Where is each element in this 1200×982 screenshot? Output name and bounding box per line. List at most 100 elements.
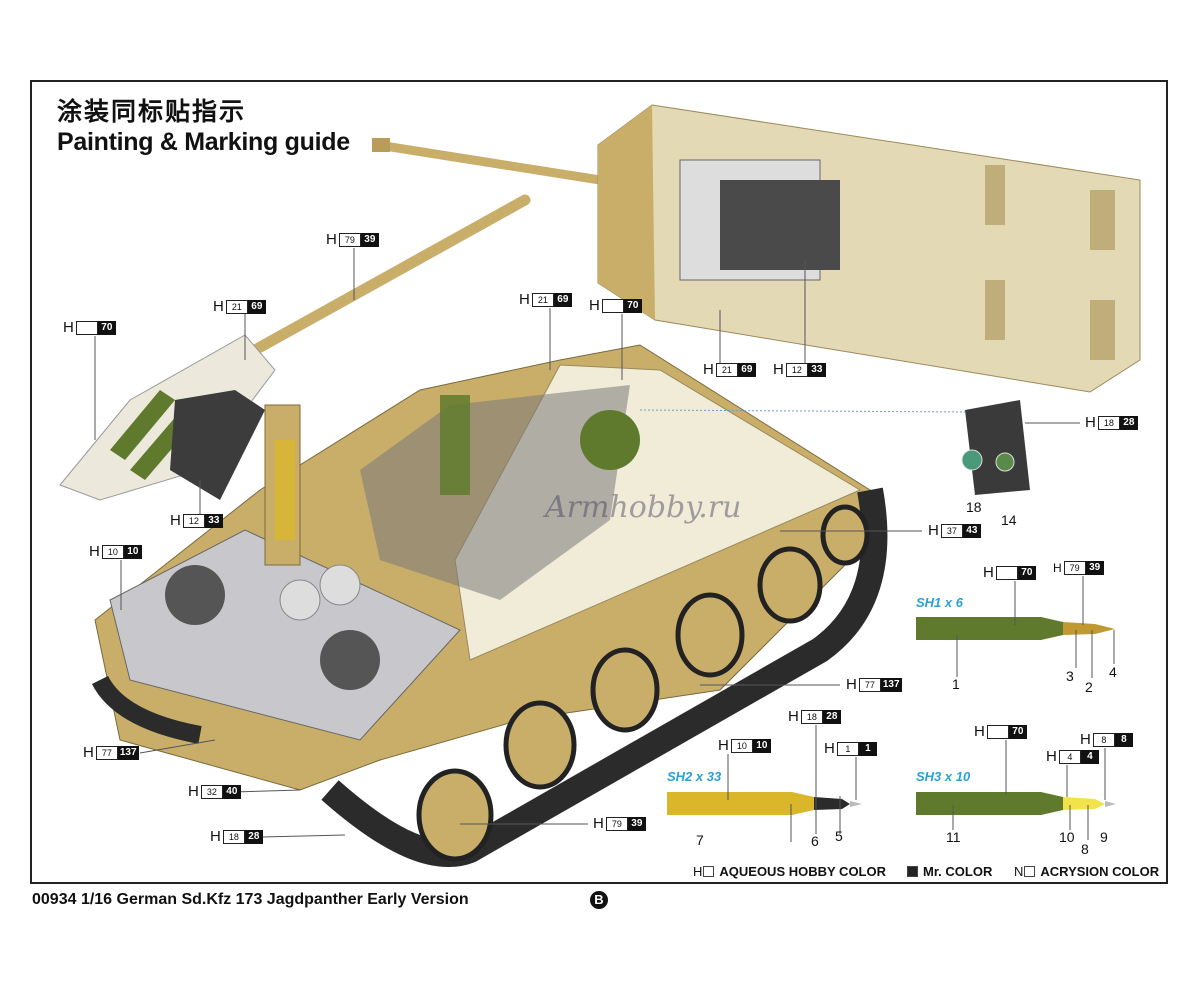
hobby-color-code: 37 [940, 524, 963, 538]
callout-prefix: H [773, 361, 784, 378]
hobby-color-code [75, 321, 98, 335]
callout-prefix: H [213, 298, 224, 315]
part-number: 5 [835, 828, 843, 844]
callout-prefix: H [1085, 414, 1096, 431]
guide-frame [30, 80, 1168, 884]
hobby-color-code: 18 [800, 710, 823, 724]
legend-mr-color: Mr. COLOR [906, 864, 992, 879]
color-callout: H 70 [63, 319, 116, 336]
callout-prefix: H [593, 815, 604, 832]
mr-color-code: 70 [1017, 566, 1036, 580]
hobby-color-code: 4 [1058, 750, 1081, 764]
mr-color-code: 39 [1085, 561, 1104, 575]
callout-prefix: H [1053, 561, 1062, 575]
hobby-color-code: 77 [95, 746, 118, 760]
shell-label-sh1: SH1 x 6 [916, 595, 963, 610]
footer-kit-title: 00934 1/16 German Sd.Kfz 173 Jagdpanther… [32, 891, 469, 908]
mr-color-code: 33 [807, 363, 826, 377]
callout-prefix: H [589, 297, 600, 314]
part-number: 11 [946, 829, 961, 845]
tank-hull [94, 344, 871, 791]
track-and-wheels [91, 487, 888, 867]
mr-color-code: 10 [752, 739, 771, 753]
part-number: 10 [1059, 829, 1075, 845]
hobby-color-code: 8 [1092, 733, 1115, 747]
mr-color-code: 70 [97, 321, 116, 335]
callout-prefix: H [983, 564, 994, 581]
mr-color-code: 28 [1119, 416, 1138, 430]
hobby-color-code: 12 [182, 514, 205, 528]
part-number: 8 [1081, 841, 1089, 857]
mr-color-code: 28 [822, 710, 841, 724]
callout-prefix: H [846, 676, 857, 693]
legend-label: ACRYSION COLOR [1040, 864, 1160, 879]
callout-prefix: H [1046, 748, 1057, 765]
part-number: 1 [952, 676, 960, 692]
hobby-color-code: 18 [1097, 416, 1120, 430]
legend-aqueous: H AQUEOUS HOBBY COLOR [693, 864, 886, 879]
callout-prefix: H [63, 319, 74, 336]
part-number: 7 [696, 832, 704, 848]
mr-color-code: 70 [1008, 725, 1027, 739]
callout-prefix: H [170, 512, 181, 529]
hobby-color-code: 10 [101, 545, 124, 559]
part-number: 4 [1109, 664, 1117, 680]
mr-color-code: 39 [360, 233, 379, 247]
mr-color-code: 69 [247, 300, 266, 314]
hobby-color-code: 77 [858, 678, 881, 692]
legend-box-icon [703, 866, 715, 877]
hobby-color-code: 32 [200, 785, 223, 799]
color-callout: H 70 [974, 723, 1027, 740]
mr-color-code: 8 [1114, 733, 1133, 747]
casemate-roof [597, 104, 1141, 393]
title-chinese: 涂装同标贴指示 [57, 97, 247, 126]
mr-color-code: 40 [222, 785, 241, 799]
hobby-color-code: 79 [605, 817, 628, 831]
mr-color-code: 10 [123, 545, 142, 559]
shell-sh3 [916, 792, 1116, 815]
hobby-color-code: 10 [730, 739, 753, 753]
hobby-color-code [601, 299, 624, 313]
hobby-color-code: 12 [785, 363, 808, 377]
sheet-letter-badge: B [590, 891, 608, 909]
callout-prefix: H [703, 361, 714, 378]
shell-sh2 [667, 792, 862, 815]
part-number: 6 [811, 833, 819, 849]
mr-color-code: 69 [553, 293, 572, 307]
hobby-color-code [995, 566, 1018, 580]
part-number: 3 [1066, 668, 1074, 684]
hobby-color-code: 1 [836, 742, 859, 756]
hobby-color-code: 79 [338, 233, 361, 247]
hobby-color-code [986, 725, 1009, 739]
hobby-color-code: 79 [1063, 561, 1086, 575]
color-callout: H 70 [983, 564, 1036, 581]
legend-box-icon [1024, 866, 1036, 877]
upper-gun-barrel [372, 138, 601, 185]
part-number: 18 [966, 499, 982, 515]
part-number: 14 [1001, 512, 1017, 528]
callout-prefix: H [519, 291, 530, 308]
mr-color-code: 39 [627, 817, 646, 831]
callout-prefix: H [974, 723, 985, 740]
mr-color-code: 1 [858, 742, 877, 756]
sight-part [639, 400, 1030, 495]
callout-prefix: H [188, 783, 199, 800]
